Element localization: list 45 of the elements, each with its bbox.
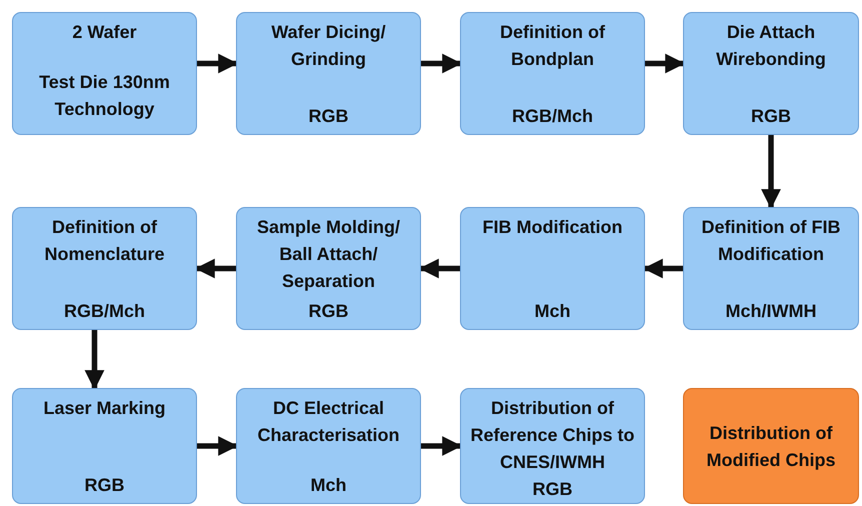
step-owner: RGB	[308, 105, 348, 128]
step-owner: Test Die 130nm Technology	[38, 71, 171, 121]
process-box	[12, 388, 197, 504]
process-box	[460, 12, 645, 135]
arrow	[195, 258, 236, 278]
process-box	[460, 207, 645, 330]
arrow	[645, 54, 685, 74]
process-box	[236, 388, 421, 504]
step-title: Distribution of Modified Chips	[706, 422, 836, 472]
step-owner: Mch/IWMH	[726, 300, 816, 323]
process-box	[460, 388, 645, 504]
process-box	[683, 388, 859, 504]
process-box	[236, 12, 421, 135]
step-title: Laser Marking	[43, 397, 166, 420]
step-owner: RGB	[751, 105, 791, 128]
arrow	[761, 135, 781, 209]
arrow	[419, 258, 460, 278]
step-title: Definition of Nomenclature	[43, 216, 166, 266]
process-box	[683, 207, 859, 330]
arrow	[197, 54, 238, 74]
step-owner: RGB	[84, 474, 124, 497]
step-title: 2 Wafer	[72, 21, 137, 44]
process-box	[683, 12, 859, 135]
step-title: Die Attach Wirebonding	[715, 21, 827, 71]
arrow	[84, 330, 104, 390]
step-title: Sample Molding/ Ball Attach/ Separation	[256, 216, 401, 293]
step-title: Distribution of Reference Chips to CNES/IWMH	[469, 397, 636, 474]
step-title: Definition of Bondplan	[499, 21, 606, 71]
step-owner: RGB	[308, 300, 348, 323]
arrow	[421, 436, 462, 456]
arrow	[643, 258, 683, 278]
step-title: DC Electrical Characterisation	[256, 397, 401, 447]
arrow	[197, 436, 238, 456]
arrow	[421, 54, 462, 74]
step-owner: RGB/Mch	[64, 300, 145, 323]
step-owner: Mch	[534, 300, 570, 323]
process-box	[12, 12, 197, 135]
step-title: Wafer Dicing/ Grinding	[270, 21, 387, 71]
step-title: FIB Modification	[482, 216, 622, 239]
step-owner: RGB/Mch	[512, 105, 593, 128]
step-owner: RGB	[532, 478, 572, 501]
step-title: Definition of FIB Modification	[700, 216, 842, 266]
step-owner: Mch	[310, 474, 346, 497]
process-box	[12, 207, 197, 330]
process-box	[236, 207, 421, 330]
